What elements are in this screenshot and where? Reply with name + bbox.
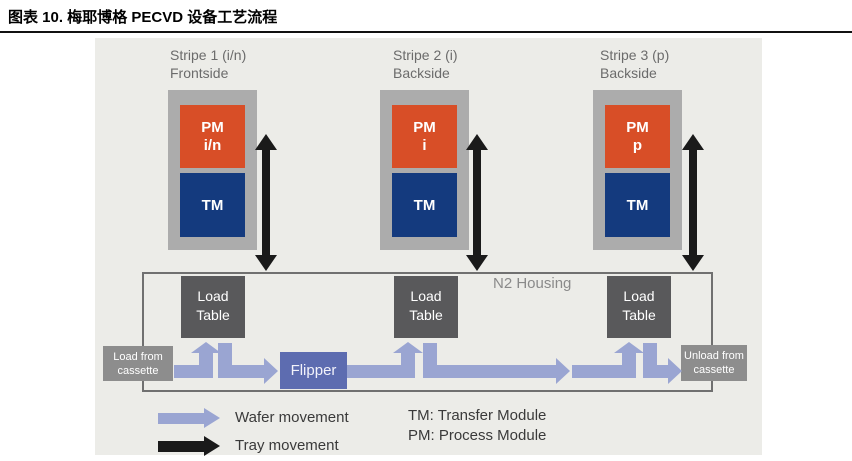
wafer-path-bar — [572, 365, 622, 378]
tray-arrow-stem — [262, 148, 270, 256]
load-table-3: Load Table — [607, 276, 671, 338]
load-table-label: Load — [410, 288, 442, 304]
n2-housing-label: N2 Housing — [493, 275, 572, 292]
load-table-label: Table — [622, 307, 656, 323]
flipper-label: Flipper — [290, 362, 337, 379]
stripe-3-pm-box: PM p — [605, 105, 670, 168]
load-table-2: Load Table — [394, 276, 458, 338]
tm-label: TM — [626, 196, 649, 214]
wafer-path-bar — [174, 365, 207, 378]
tray-arrow-down-icon — [466, 255, 488, 271]
tray-arrow-up-icon — [255, 134, 277, 150]
wafer-arrow-right-icon — [556, 358, 570, 384]
tm-label: TM — [413, 196, 436, 214]
stripe-1-tm-box: TM — [180, 173, 245, 237]
stripe-2-side: Backside — [393, 65, 450, 81]
load-table-label: Table — [196, 307, 230, 323]
tray-arrow-down-icon — [255, 255, 277, 271]
pm-sub-label: p — [632, 136, 643, 154]
stripe-1-pm-box: PM i/n — [180, 105, 245, 168]
stripe-3-tm-box: TM — [605, 173, 670, 237]
tray-movement-arrow-icon — [158, 441, 204, 452]
wafer-movement-label: Wafer movement — [235, 409, 349, 426]
wafer-path-bar — [218, 365, 264, 378]
wafer-path-stem — [401, 351, 415, 378]
wafer-arrow-up-icon — [614, 342, 644, 353]
pm-label: PM — [626, 118, 649, 136]
wafer-movement-arrowhead-icon — [204, 408, 220, 428]
unload-cassette-label: cassette — [693, 364, 735, 376]
wafer-path-bar — [347, 365, 401, 378]
stripe-1-side: Frontside — [170, 65, 229, 81]
wafer-arrow-right-icon — [668, 358, 682, 384]
wafer-arrow-right-icon — [264, 358, 278, 384]
stripe-2-tm-box: TM — [392, 173, 457, 237]
tray-arrow-up-icon — [466, 134, 488, 150]
load-cassette-label: Load from — [113, 350, 163, 363]
tray-arrow-up-icon — [682, 134, 704, 150]
load-table-label: Load — [623, 288, 655, 304]
wafer-path-stem — [199, 351, 213, 378]
stripe-3-title: Stripe 3 (p) — [600, 47, 670, 63]
title-divider — [0, 31, 852, 33]
load-table-1: Load Table — [181, 276, 245, 338]
flipper-box: Flipper — [280, 352, 347, 389]
wafer-path-bar — [643, 365, 668, 378]
pm-label: PM — [413, 118, 436, 136]
stripe-1-label: Stripe 1 (i/n) Frontside — [170, 46, 246, 82]
stripe-2-pm-box: PM i — [392, 105, 457, 168]
tm-definition: TM: Transfer Module — [408, 407, 547, 424]
load-cassette-label: cassette — [117, 364, 159, 377]
stripe-2-module-frame: PM i TM — [380, 90, 469, 250]
wafer-arrow-up-icon — [393, 342, 423, 353]
load-table-label: Table — [409, 307, 443, 323]
load-table-label: Load — [197, 288, 229, 304]
tray-movement-arrowhead-icon — [204, 436, 220, 456]
tray-arrow-down-icon — [682, 255, 704, 271]
tm-label: TM — [201, 196, 224, 214]
pm-definition: PM: Process Module — [408, 427, 547, 444]
stripe-3-label: Stripe 3 (p) Backside — [600, 46, 669, 82]
stripe-1-module-frame: PM i/n TM — [168, 90, 257, 250]
unload-cassette-label: Unload from — [684, 350, 744, 362]
tray-arrow-stem — [689, 148, 697, 256]
load-from-cassette-box: Load from cassette — [103, 346, 173, 381]
unload-from-cassette-box: Unload from cassette — [681, 345, 747, 381]
pm-label: PM — [201, 118, 224, 136]
figure-title: 图表 10. 梅耶博格 PECVD 设备工艺流程 — [8, 9, 278, 26]
stripe-2-label: Stripe 2 (i) Backside — [393, 46, 458, 82]
n2-housing-box — [142, 272, 713, 392]
pm-sub-label: i/n — [203, 136, 222, 154]
wafer-movement-arrow-icon — [158, 413, 204, 424]
tray-movement-label: Tray movement — [235, 437, 339, 454]
stripe-2-title: Stripe 2 (i) — [393, 47, 458, 63]
wafer-path-stem — [622, 351, 636, 378]
stripe-3-side: Backside — [600, 65, 657, 81]
wafer-path-bar — [423, 365, 556, 378]
stripe-3-module-frame: PM p TM — [593, 90, 682, 250]
pm-sub-label: i — [422, 136, 427, 154]
wafer-arrow-up-icon — [191, 342, 221, 353]
tray-arrow-stem — [473, 148, 481, 256]
stripe-1-title: Stripe 1 (i/n) — [170, 47, 247, 63]
